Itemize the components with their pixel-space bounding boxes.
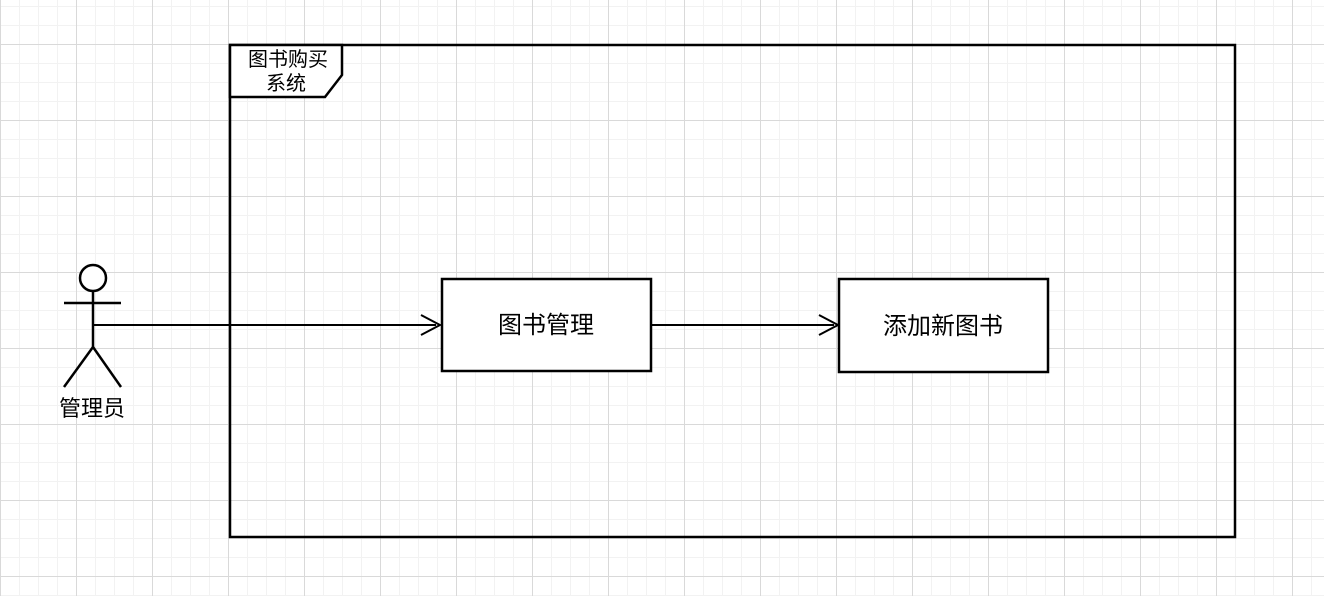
actor-label: 管理员	[59, 396, 125, 421]
connector-book-management-to-add-new-book[interactable]	[651, 314, 841, 336]
actor-leg-left	[62, 346, 95, 388]
system-frame-label-line2: 系统	[266, 72, 306, 95]
actor-leg-right	[91, 346, 123, 388]
connector-actor-to-book-management[interactable]	[93, 314, 443, 336]
usecase-add-new-book[interactable]: 添加新图书	[837, 277, 1050, 374]
open-arrowhead-icon	[420, 314, 443, 336]
system-boundary-rect	[228, 43, 1237, 539]
system-frame-label-line1: 图书购买	[248, 48, 328, 71]
actor-head	[78, 263, 108, 293]
frame-label-tab	[228, 43, 344, 99]
usecase-rect	[837, 277, 1050, 374]
usecase-label: 图书管理	[498, 312, 594, 339]
usecase-label: 添加新图书	[883, 313, 1003, 340]
system-boundary-frame[interactable]: 图书购买 系统	[228, 43, 1237, 539]
usecase-book-management[interactable]: 图书管理	[440, 277, 653, 373]
actor-admin[interactable]: 管理员	[59, 263, 125, 421]
